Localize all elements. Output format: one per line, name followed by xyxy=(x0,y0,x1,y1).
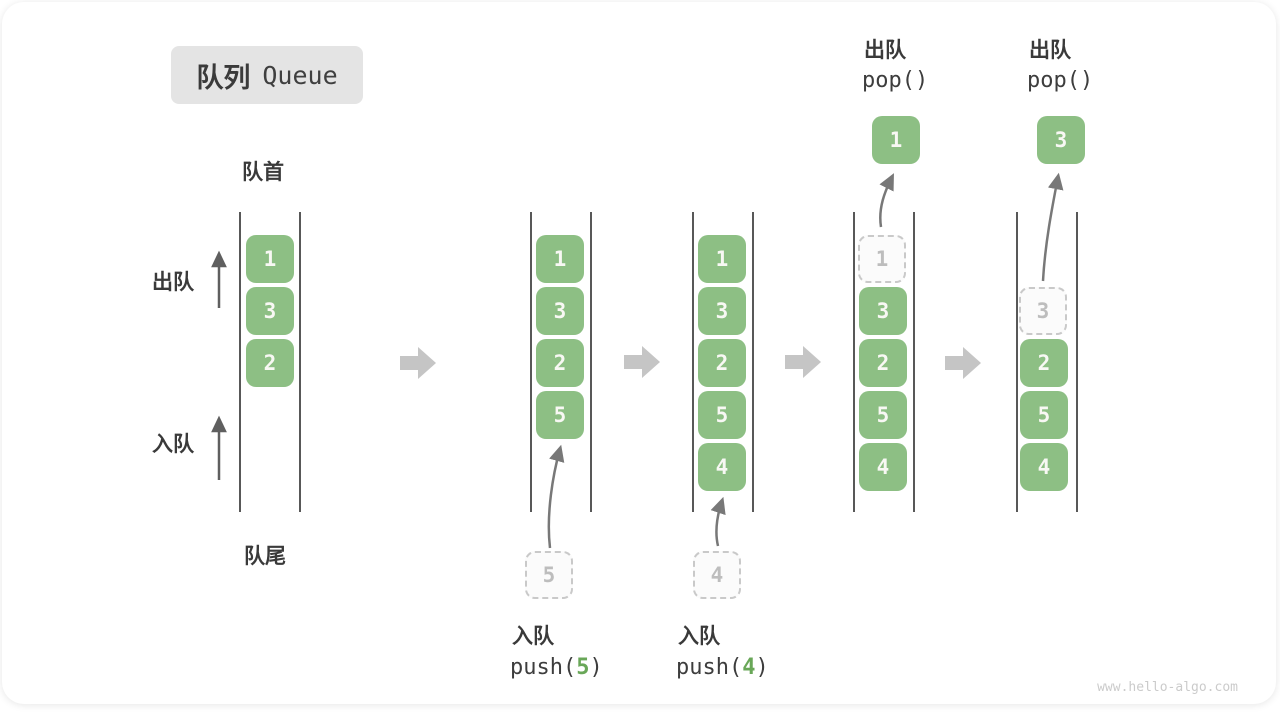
title-badge: 队列 Queue xyxy=(171,46,363,104)
enqueue-op-code: push(4) xyxy=(676,655,769,680)
queue-block: 2 xyxy=(698,339,746,387)
queue-block: 2 xyxy=(859,339,907,387)
queue-block: 5 xyxy=(859,391,907,439)
enqueue-arrow-5 xyxy=(547,444,565,549)
front-label: 队首 xyxy=(242,161,284,184)
transition-arrow-2 xyxy=(624,346,660,378)
queue-block: 3 xyxy=(859,287,907,335)
code-prefix: push( xyxy=(510,655,577,680)
incoming-block: 5 xyxy=(525,551,573,599)
enqueue-arrow-4 xyxy=(710,496,726,547)
queue-wall-right xyxy=(1076,212,1078,512)
queue-block: 5 xyxy=(1020,391,1068,439)
code-arg: 4 xyxy=(742,655,756,680)
queue-block: 5 xyxy=(536,391,584,439)
code-suffix: ) xyxy=(755,655,769,680)
queue-block: 2 xyxy=(1020,339,1068,387)
queue-wall-left xyxy=(1016,212,1018,512)
enqueue-op-label: 入队 xyxy=(512,625,554,648)
queue-wall-right xyxy=(299,212,301,512)
enqueue-op-code: push(5) xyxy=(510,655,603,680)
title-en: Queue xyxy=(262,60,338,90)
queue-block: 4 xyxy=(859,443,907,491)
dequeue-direction-label: 出队 xyxy=(152,271,194,294)
queue-block: 3 xyxy=(246,287,294,335)
transition-arrow-4 xyxy=(945,347,981,379)
code-prefix: push( xyxy=(676,655,743,680)
rear-label: 队尾 xyxy=(244,545,286,568)
queue-wall-right xyxy=(752,212,754,512)
watermark: www.hello-algo.com xyxy=(1097,680,1238,695)
queue-wall-left xyxy=(853,212,855,512)
queue-block: 2 xyxy=(536,339,584,387)
popped-block: 3 xyxy=(1037,116,1085,164)
dequeue-arrow-3 xyxy=(1041,172,1064,282)
queue-block: 2 xyxy=(246,339,294,387)
queue-block: 1 xyxy=(698,235,746,283)
queue-wall-left xyxy=(530,212,532,512)
code-arg: 5 xyxy=(576,655,590,680)
title-zh: 队列 xyxy=(196,62,251,93)
ghost-block: 3 xyxy=(1019,287,1067,335)
queue-block: 4 xyxy=(1020,443,1068,491)
queue-block: 5 xyxy=(698,391,746,439)
dequeue-arrow-1 xyxy=(879,173,894,228)
transition-arrow-1 xyxy=(400,347,436,379)
queue-wall-right xyxy=(590,212,592,512)
enqueue-direction-label: 入队 xyxy=(152,433,194,456)
dequeue-op-label: 出队 xyxy=(864,39,906,62)
queue-block: 1 xyxy=(246,235,294,283)
queue-block: 3 xyxy=(536,287,584,335)
code-suffix: ) xyxy=(589,655,603,680)
dequeue-op-code: pop() xyxy=(1027,68,1094,93)
dequeue-op-code: pop() xyxy=(862,68,929,93)
queue-block: 1 xyxy=(536,235,584,283)
ghost-block: 1 xyxy=(858,235,906,283)
queue-wall-left xyxy=(239,212,241,512)
transition-arrow-3 xyxy=(785,346,821,378)
queue-wall-right xyxy=(913,212,915,512)
queue-block: 3 xyxy=(698,287,746,335)
popped-block: 1 xyxy=(872,116,920,164)
diagram-card: 队列 Queue 队首 队尾 出队 入队 1 3 2 1 3 2 5 5 入队 … xyxy=(2,2,1276,704)
dequeue-op-label: 出队 xyxy=(1029,39,1071,62)
enqueue-op-label: 入队 xyxy=(678,625,720,648)
queue-wall-left xyxy=(692,212,694,512)
queue-block: 4 xyxy=(698,443,746,491)
incoming-block: 4 xyxy=(693,551,741,599)
